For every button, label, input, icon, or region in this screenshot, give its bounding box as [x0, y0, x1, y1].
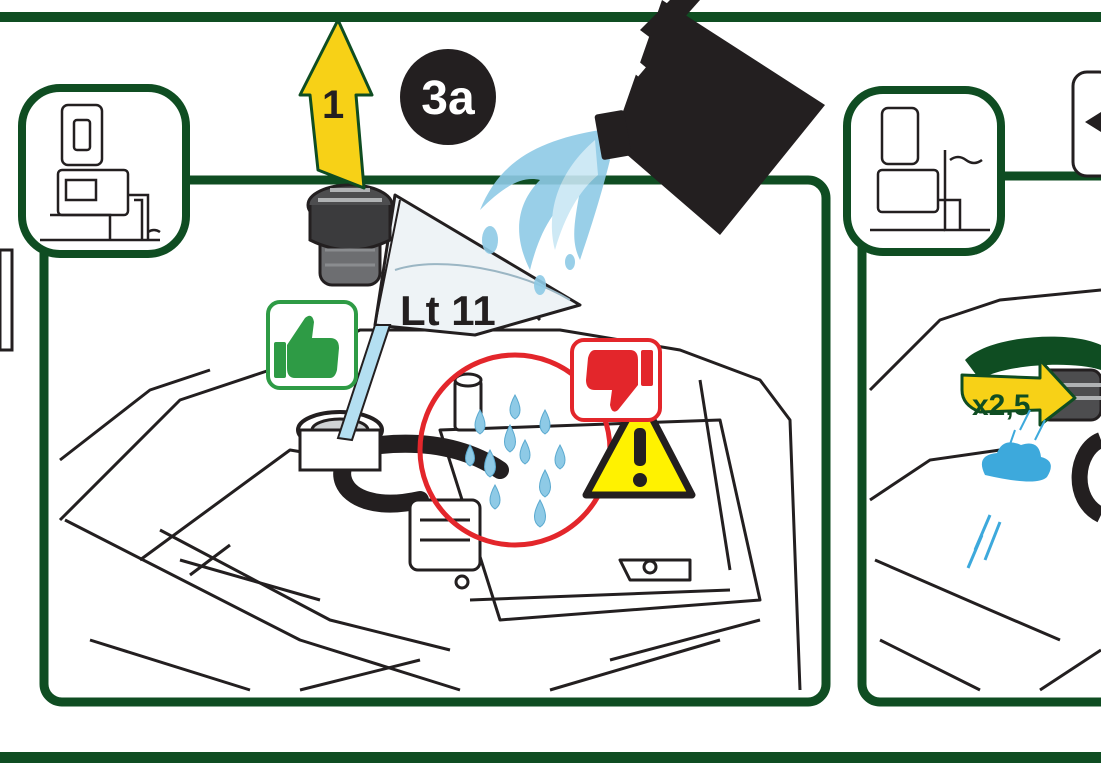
step-badge-label: 3a: [421, 72, 475, 125]
main-panel: Lt 11: [39, 130, 831, 707]
next-panel: x2,5: [857, 171, 1101, 707]
next-installation-icon: [843, 86, 1005, 256]
warning-icon: [582, 391, 696, 499]
water-can-icon: [594, 0, 825, 235]
plug-cap-icon: [306, 183, 394, 287]
water-stream: [480, 130, 610, 295]
thumbs-up-icon: [266, 300, 358, 390]
prev-panel-edge: [0, 248, 14, 352]
thumbs-down-icon: [570, 338, 662, 422]
pump-installation-icon: [18, 84, 190, 258]
fill-port: [296, 410, 384, 472]
inner-valve: [408, 372, 483, 590]
arrow-label: 1: [322, 83, 344, 127]
steam-cloud-icon: [966, 409, 1051, 569]
rotate-arrow-icon: [960, 336, 1101, 427]
next-partial-box: [1071, 70, 1101, 178]
bottom-border: [0, 752, 1101, 763]
lift-arrow: [298, 18, 374, 190]
funnel-label: Lt 11: [400, 287, 496, 334]
step-badge: [400, 49, 496, 145]
funnel-icon: [336, 193, 582, 442]
rotation-label: x2,5: [972, 389, 1030, 422]
water-drops-icon: [465, 393, 566, 528]
